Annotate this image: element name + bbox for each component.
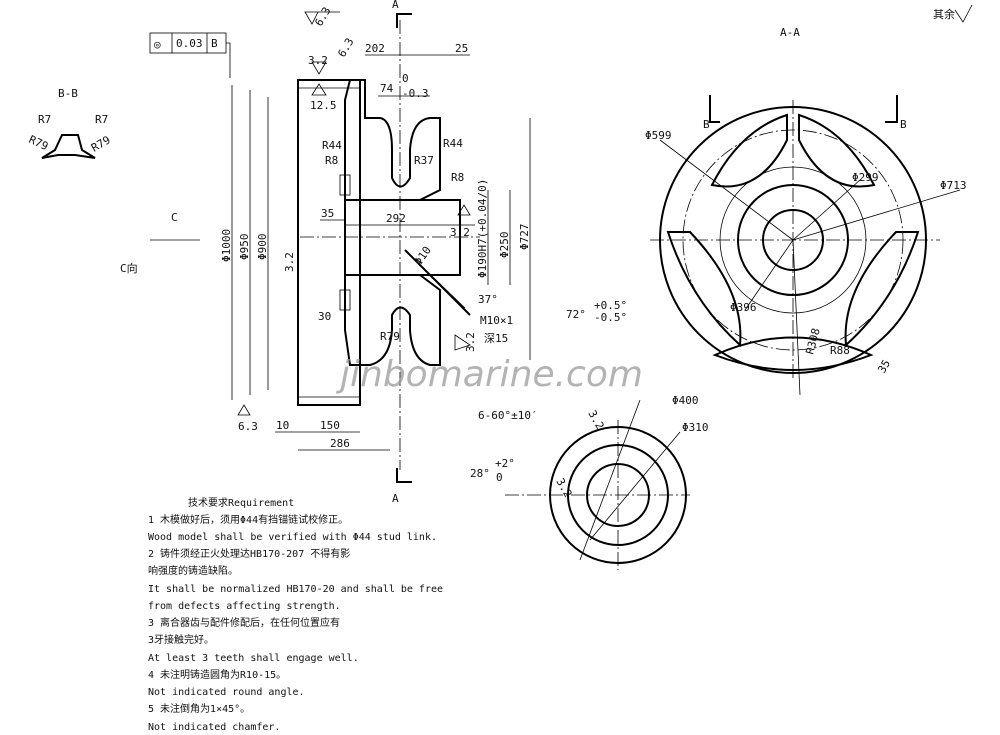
hub-upper-section [344, 79, 441, 201]
dim-150: 150 [320, 419, 340, 432]
dim-m10x1: M10×1 [480, 314, 513, 327]
dim-r37: R37 [414, 154, 434, 167]
technical-requirements: 技术要求Requirement 1 木模做好后，须用Φ44有挡锚链试校修正。 W… [148, 496, 443, 733]
concentricity-symbol: ◎ [154, 38, 161, 51]
dim-202: 202 [365, 42, 385, 55]
dim-r8-left: R8 [325, 154, 338, 167]
dim-phi299: Φ299 [852, 171, 879, 184]
dim-r79-right: R79 [89, 133, 113, 154]
section-arrow-a-bottom [396, 468, 412, 483]
section-bb-title: B-B [58, 87, 78, 100]
left-section-view: A A ◎ 0.03 B [120, 0, 531, 505]
dim-phi950: Φ950 [238, 234, 251, 261]
spoke-windows [666, 113, 920, 371]
section-mark-b-left: B [703, 118, 710, 131]
requirement-line: 5 未注倒角为1×45°。 [148, 702, 250, 715]
roughness-label: 3.2 [450, 226, 470, 239]
dim-74-upper-tol: 0 [402, 72, 409, 85]
roughness-label: 6.3 [238, 420, 258, 433]
roughness-label: 3.2 [283, 252, 296, 272]
view-c-direction-label: C向 [120, 261, 138, 275]
requirement-line: Not indicated round angle. [148, 687, 305, 698]
rim-outline [297, 79, 361, 406]
dim-r79-left: R79 [27, 133, 51, 153]
dim-25: 25 [455, 42, 468, 55]
hub-lower-section [344, 274, 441, 366]
section-aa-title: A-A [780, 26, 800, 39]
dim-phi190h7: Φ190H7(+0.04/0) [476, 179, 489, 278]
dim-72deg-lower-tol: -0.5° [594, 311, 627, 324]
requirements-title: 技术要求Requirement [188, 496, 294, 509]
tolerance-value: 0.03 [176, 37, 203, 50]
dim-phi900: Φ900 [256, 234, 269, 261]
dim-r79: R79 [380, 330, 400, 343]
dim-74-lower-tol: -0.3 [402, 87, 429, 100]
view-c-label: C [171, 211, 178, 224]
requirement-line: At least 3 teeth shall engage well. [148, 653, 359, 664]
dim-r7-right: R7 [95, 113, 108, 126]
dim-72deg-upper-tol: +0.5° [594, 299, 627, 312]
dim-r8-right: R8 [451, 171, 464, 184]
section-mark-b-right: B [900, 118, 907, 131]
roughness-label: 3.2 [308, 54, 328, 67]
dim-phi599: Φ599 [645, 129, 672, 142]
dim-phi250: Φ250 [498, 232, 511, 259]
requirement-line: Wood model shall be verified with Φ44 st… [148, 532, 437, 543]
requirement-line: 4 未注明铸造圆角为R10-15。 [148, 668, 286, 681]
dim-r44-left: R44 [322, 139, 342, 152]
geometric-tolerance-frame: ◎ 0.03 B [149, 32, 231, 78]
requirement-line: 3 离合器齿与配件修配后，在任何位置应有 [148, 616, 340, 629]
roughness-label: 12.5 [310, 99, 337, 112]
hub-bore [344, 199, 461, 276]
section-mark-a-top: A [392, 0, 399, 11]
section-aa: A-A 其余 B B Φ599 Φ299 Φ713 Φ396 R308 R88 [566, 4, 973, 396]
requirement-line: from defects affecting strength. [148, 601, 341, 612]
requirement-line: 1 木模做好后，须用Φ44有挡锚链试校修正。 [148, 513, 348, 526]
roughness-label: 6.3 [335, 36, 356, 60]
section-bb: B-B R7 R7 R79 R79 [27, 87, 113, 159]
dim-30: 30 [318, 310, 331, 323]
roughness-label: 6.3 [312, 5, 333, 29]
dim-depth-15: 深15 [484, 332, 508, 345]
dim-phi10: Φ10 [412, 244, 434, 268]
surface-rest-label: 其余 [933, 7, 955, 21]
requirement-line: It shall be normalized HB170-20 and shal… [148, 584, 443, 595]
dim-phi727: Φ727 [518, 224, 531, 251]
roughness-rest-icon [954, 4, 973, 23]
view-c: 6-60°±10′ Φ400 Φ310 28° +2° 0 3.2 3.2 [470, 394, 709, 570]
dim-6-60deg: 6-60°±10′ [478, 409, 538, 422]
roughness-label: 3.2 [464, 332, 477, 352]
dim-10: 10 [276, 419, 289, 432]
dim-phi396: Φ396 [730, 301, 757, 314]
section-mark-a-bottom: A [392, 492, 399, 505]
tolerance-datum: B [211, 37, 218, 50]
dim-35-spoke: 35 [875, 358, 893, 376]
dim-r308: R308 [803, 327, 822, 356]
dim-28deg-lower-tol: 0 [496, 471, 503, 484]
dim-28deg-upper-tol: +2° [495, 457, 515, 470]
dim-35: 35 [321, 207, 334, 220]
dim-286: 286 [330, 437, 350, 450]
dim-r7-left: R7 [38, 113, 51, 126]
requirement-line: 响强度的铸造缺陷。 [148, 564, 238, 577]
requirement-line: Not indicated chamfer. [148, 722, 280, 733]
dim-72deg: 72° [566, 308, 586, 321]
dim-74: 74 [380, 82, 394, 95]
dim-r44-right: R44 [443, 137, 463, 150]
dim-28deg: 28° [470, 467, 490, 480]
requirement-line: 2 铸件须经正火处理达HB170-207 不得有影 [148, 547, 350, 560]
watermark: jinbomarine.com [335, 354, 643, 395]
requirement-line: 3牙接触完好。 [148, 633, 214, 646]
dim-r88: R88 [830, 344, 850, 357]
dim-phi400: Φ400 [672, 394, 699, 407]
dim-phi1000: Φ1000 [220, 229, 233, 262]
dim-37deg: 37° [478, 293, 498, 306]
section-arrow-a-top [396, 13, 412, 28]
dim-phi310: Φ310 [682, 421, 709, 434]
roughness-symbols: 6.3 6.3 3.2 12.5 3.2 3.2 3.2 6.3 [237, 5, 477, 433]
dim-292: 292 [386, 212, 406, 225]
dim-phi713: Φ713 [940, 179, 967, 192]
